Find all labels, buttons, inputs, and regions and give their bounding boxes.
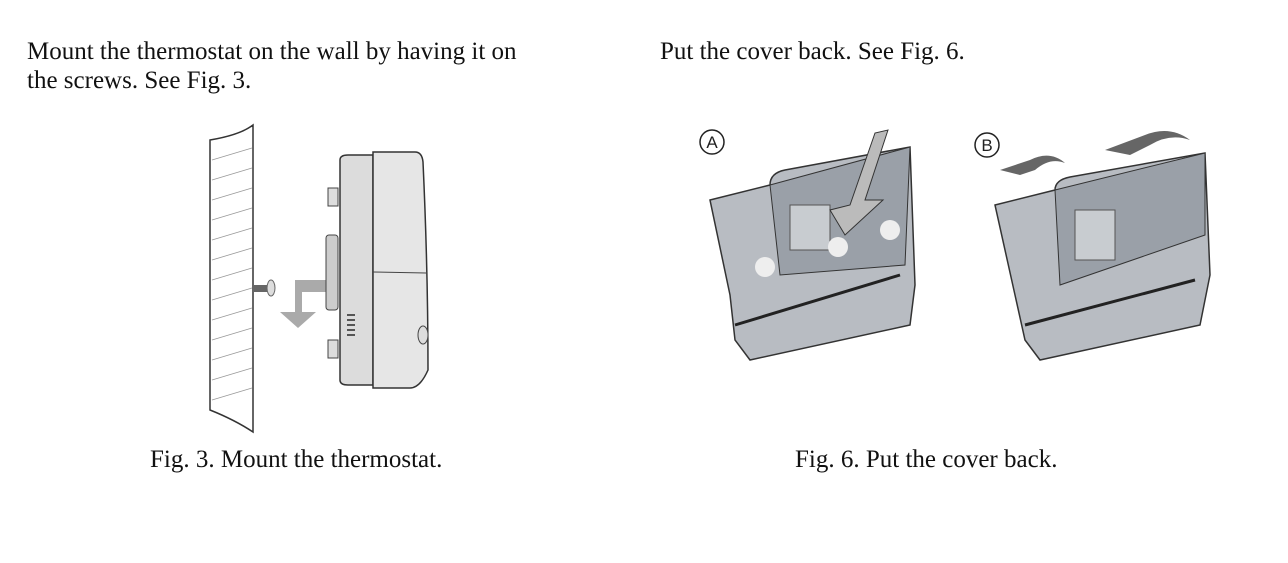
rotate-arrow-icon <box>1105 131 1190 155</box>
figure-6-cover-illustration: A B <box>699 129 1211 361</box>
cover-instruction: Put the cover back. See Fig. 6. <box>660 38 965 65</box>
figure-3-mount-illustration <box>209 123 429 434</box>
arrow-down-icon <box>829 129 889 236</box>
screw-icon <box>253 279 276 297</box>
wall <box>209 123 254 434</box>
step-a-thermostat: A <box>699 129 916 361</box>
rotate-arrow-icon <box>1000 155 1065 175</box>
figure-3-caption: Fig. 3. Mount the thermostat. <box>150 446 443 473</box>
thermostat-side-view <box>325 151 429 389</box>
instruction-line: the screws. See Fig. 3. <box>27 67 252 94</box>
mount-instruction: Mount the thermostat on the wall by havi… <box>27 37 517 95</box>
instruction-line: Mount the thermostat on the wall by havi… <box>27 38 517 65</box>
arrow-down-icon <box>280 280 330 328</box>
step-b-thermostat: B <box>974 131 1211 361</box>
figure-6-caption: Fig. 6. Put the cover back. <box>795 446 1058 473</box>
step-a-label: A <box>706 133 718 152</box>
step-b-label: B <box>981 136 992 155</box>
